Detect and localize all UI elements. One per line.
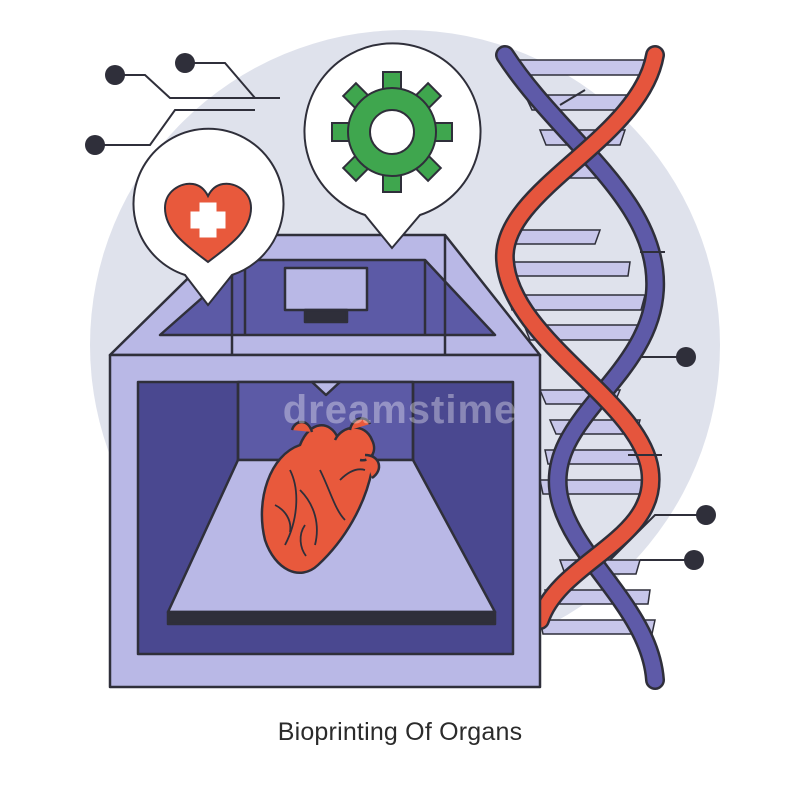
heart-plus-icon bbox=[163, 182, 253, 264]
circuit-node-icon bbox=[684, 550, 704, 570]
circuit-node-icon bbox=[105, 65, 125, 85]
caption-title: Bioprinting Of Organs bbox=[277, 718, 523, 746]
dna-helix-icon bbox=[494, 45, 666, 690]
human-heart-icon bbox=[260, 417, 381, 575]
circuit-node-icon bbox=[676, 347, 696, 367]
circuit-node-icon bbox=[696, 505, 716, 525]
gear-bubble bbox=[303, 42, 482, 250]
circuit-node-icon bbox=[175, 53, 195, 73]
circuit-node-icon bbox=[85, 135, 105, 155]
circuit-lines-top-left bbox=[95, 62, 280, 146]
heart-bubble bbox=[132, 127, 285, 307]
gear-icon bbox=[331, 71, 453, 193]
3d-printer-icon bbox=[108, 233, 542, 689]
